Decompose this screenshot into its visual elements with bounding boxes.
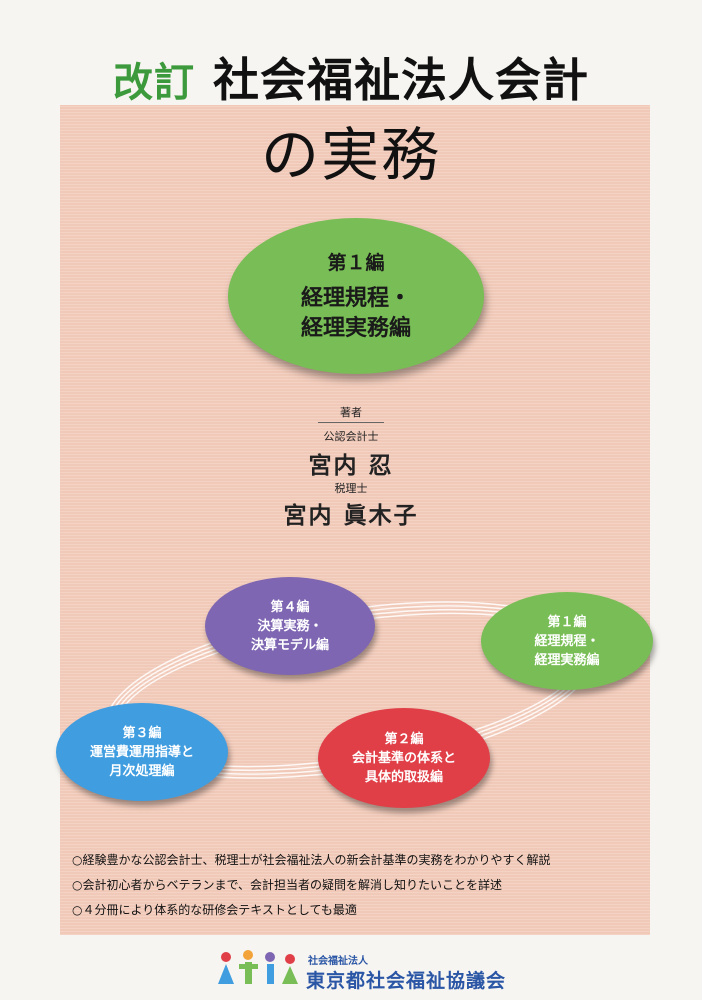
feature-volume-line2: 経理実務編 (300, 316, 411, 341)
title-subtitle: の実務 (260, 121, 441, 189)
volume-2-line1: 会計基準の体系と (351, 750, 456, 766)
volume-4-oval: 第４編 決算実務・ 決算モデル編 (205, 577, 375, 675)
author2-name: 宮内 眞木子 (283, 503, 419, 529)
bullet-item: ○４分冊により体系的な研修会テキストとしても最適 (72, 903, 357, 917)
volume-4-line1: 決算実務・ (257, 618, 323, 634)
authors-heading: 著者 (340, 406, 362, 419)
volume-1-line2: 経理実務編 (534, 652, 600, 668)
bullet-item: ○経験豊かな公認会計士、税理士が社会福祉法人の新会計基準の実務をわかりやすく解説 (72, 853, 551, 867)
feature-volume-oval: 第１編 経理規程・ 経理実務編 (228, 218, 484, 374)
volume-2-number: 第２編 (384, 731, 424, 747)
volume-4-line2: 決算モデル編 (250, 637, 329, 653)
feature-volume-number: 第１編 (327, 252, 385, 274)
volume-1-oval: 第１編 経理規程・ 経理実務編 (481, 592, 653, 690)
authors-divider (318, 422, 384, 423)
volume-3-line1: 運営費運用指導と (89, 744, 194, 760)
volume-2-oval: 第２編 会計基準の体系と 具体的取扱編 (318, 708, 490, 808)
publisher-type: 社会福祉法人 (308, 956, 368, 967)
author1-name: 宮内 忍 (308, 453, 394, 479)
volume-1-number: 第１編 (547, 614, 587, 630)
volume-4-number: 第４編 (270, 599, 310, 615)
volume-3-line2: 月次処理編 (109, 763, 175, 779)
title-row: 改訂社会福祉法人会計 (0, 44, 702, 110)
title-prefix: 改訂 (113, 60, 195, 106)
volume-2-line2: 具体的取扱編 (364, 769, 443, 785)
volume-3-oval: 第３編 運営費運用指導と 月次処理編 (56, 703, 228, 801)
volume-1-line1: 経理規程・ (534, 633, 600, 649)
title-main: 社会福祉法人会計 (213, 53, 589, 107)
author2-role: 税理士 (334, 482, 368, 495)
bullet-item: ○会計初心者からベテランまで、会計担当者の疑問を解消し知りたいことを詳述 (72, 878, 502, 892)
publisher-name: 東京都社会福祉協議会 (306, 970, 507, 992)
publisher-logo-icon (218, 950, 298, 984)
author1-role: 公認会計士 (323, 430, 379, 443)
volume-3-number: 第３編 (122, 725, 162, 741)
feature-bullets: ○経験豊かな公認会計士、税理士が社会福祉法人の新会計基準の実務をわかりやすく解説… (72, 848, 652, 923)
feature-volume-line1: 経理規程・ (300, 286, 411, 311)
